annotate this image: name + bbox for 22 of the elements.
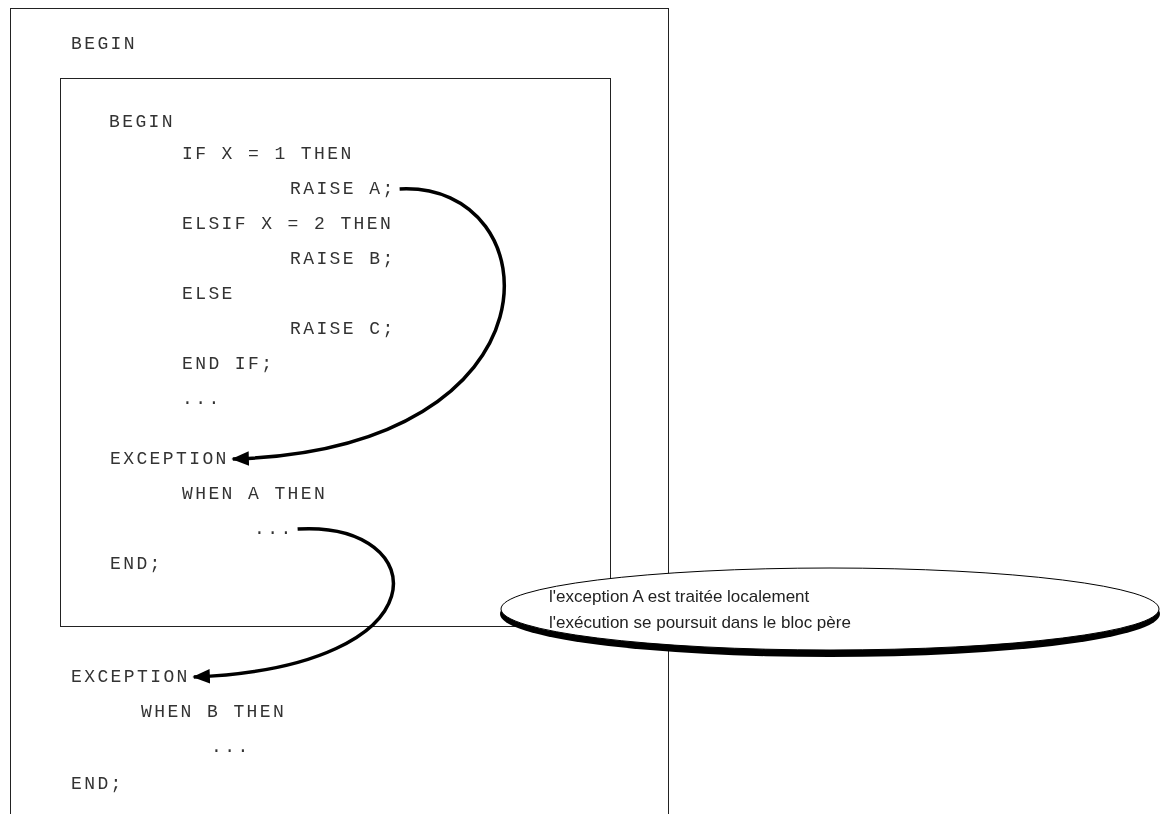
code-line: ...	[254, 518, 294, 540]
callout-text: l'exécution se poursuit dans le bloc père	[549, 612, 852, 634]
code-line: BEGIN	[71, 33, 137, 55]
code-line: WHEN B THEN	[141, 701, 287, 723]
code-line: EXCEPTION	[71, 666, 190, 688]
code-line: ...	[211, 736, 251, 758]
code-line: END;	[110, 553, 163, 575]
code-line: RAISE C;	[290, 318, 396, 340]
code-line: WHEN A THEN	[182, 483, 328, 505]
code-line: IF X = 1 THEN	[182, 143, 354, 165]
curved-arrow	[231, 187, 506, 465]
code-line: END IF;	[182, 353, 275, 375]
curved-arrow	[192, 527, 395, 683]
code-line: END;	[71, 773, 124, 795]
code-line: ELSE	[182, 283, 235, 305]
code-line: RAISE B;	[290, 248, 396, 270]
code-line: ...	[182, 388, 222, 410]
code-line: ELSIF X = 2 THEN	[182, 213, 394, 235]
callout-text: l'exception A est traitée localement	[549, 586, 811, 608]
code-line: BEGIN	[109, 111, 175, 133]
code-line: EXCEPTION	[110, 448, 229, 470]
code-line: RAISE A;	[290, 178, 396, 200]
